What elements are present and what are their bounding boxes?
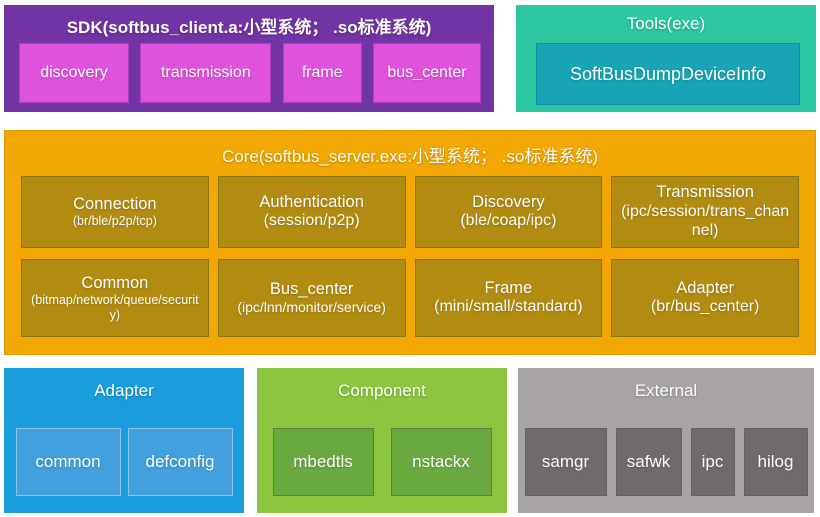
tools-panel: Tools(exe) SoftBusDumpDeviceInfo [516,5,816,112]
core-panel: Core(softbus_server.exe:小型系统； .so标准系统) C… [4,130,816,355]
sdk-module-discovery: discovery [19,43,129,103]
component-panel-title: Component [338,381,426,400]
core-module-name: Transmission [656,183,754,202]
core-module-detail: (ipc/session/trans_channel) [621,202,790,239]
core-module-name: Adapter [676,278,735,297]
adapter-panel: Adapter common defconfig [4,368,244,513]
adapter-panel-title: Adapter [94,381,154,400]
tools-module-softbusdumpdeviceinfo: SoftBusDumpDeviceInfo [536,43,800,105]
core-module-grid: Connection (br/ble/p2p/tcp) Authenticati… [21,176,799,337]
component-panel: Component mbedtls nstackx [257,368,507,513]
core-module-name: Authentication [259,192,364,211]
sdk-module-bus-center: bus_center [372,43,481,103]
sdk-panel: SDK(softbus_client.a:小型系统； .so标准系统) disc… [4,5,494,112]
core-panel-title: Core(softbus_server.exe:小型系统； .so标准系统) [222,147,598,166]
core-module-name: Common [81,273,149,292]
adapter-module-row: common defconfig [4,428,244,496]
core-module-authentication: Authentication (session/p2p) [217,176,406,248]
core-module-detail: (bitmap/network/queue/security) [31,292,199,322]
core-module-frame: Frame (mini/small/standard) [414,259,603,337]
sdk-module-row: discovery transmission frame bus_center [19,43,481,103]
external-panel-title: External [634,381,698,400]
external-module-safwk: safwk [615,428,682,496]
core-module-common: Common (bitmap/network/queue/security) [21,259,209,337]
core-module-discovery: Discovery (ble/coap/ipc) [414,176,603,248]
adapter-module-defconfig: defconfig [127,428,233,496]
external-module-hilog: hilog [743,428,808,496]
core-module-detail: (mini/small/standard) [434,298,583,316]
adapter-module-common: common [15,428,121,496]
external-module-ipc: ipc [690,428,735,496]
component-module-mbedtls: mbedtls [272,428,374,496]
core-module-transmission: Transmission (ipc/session/trans_channel) [611,176,799,248]
core-module-detail: (br/bus_center) [650,298,760,316]
external-module-row: samgr safwk ipc hilog [518,428,814,496]
component-module-row: mbedtls nstackx [257,428,507,496]
sdk-module-transmission: transmission [140,43,272,103]
sdk-module-frame: frame [282,43,362,103]
sdk-panel-title: SDK(softbus_client.a:小型系统； .so标准系统) [66,18,432,37]
core-module-bus-center: Bus_center (ipc/lnn/monitor/service) [217,259,406,337]
core-module-detail: (session/p2p) [263,212,360,230]
core-module-name: Connection [73,194,157,213]
core-module-name: Discovery [472,192,545,211]
component-module-nstackx: nstackx [390,428,492,496]
core-module-name: Bus_center [269,280,354,298]
external-panel: External samgr safwk ipc hilog [518,368,814,513]
core-module-adapter: Adapter (br/bus_center) [611,259,799,337]
core-module-name: Frame [484,278,533,297]
core-module-detail: (ipc/lnn/monitor/service) [237,299,386,316]
core-module-connection: Connection (br/ble/p2p/tcp) [21,176,209,248]
external-module-samgr: samgr [524,428,607,496]
core-module-detail: (br/ble/p2p/tcp) [72,214,157,229]
tools-panel-title: Tools(exe) [626,14,706,33]
core-module-detail: (ble/coap/ipc) [460,212,557,230]
